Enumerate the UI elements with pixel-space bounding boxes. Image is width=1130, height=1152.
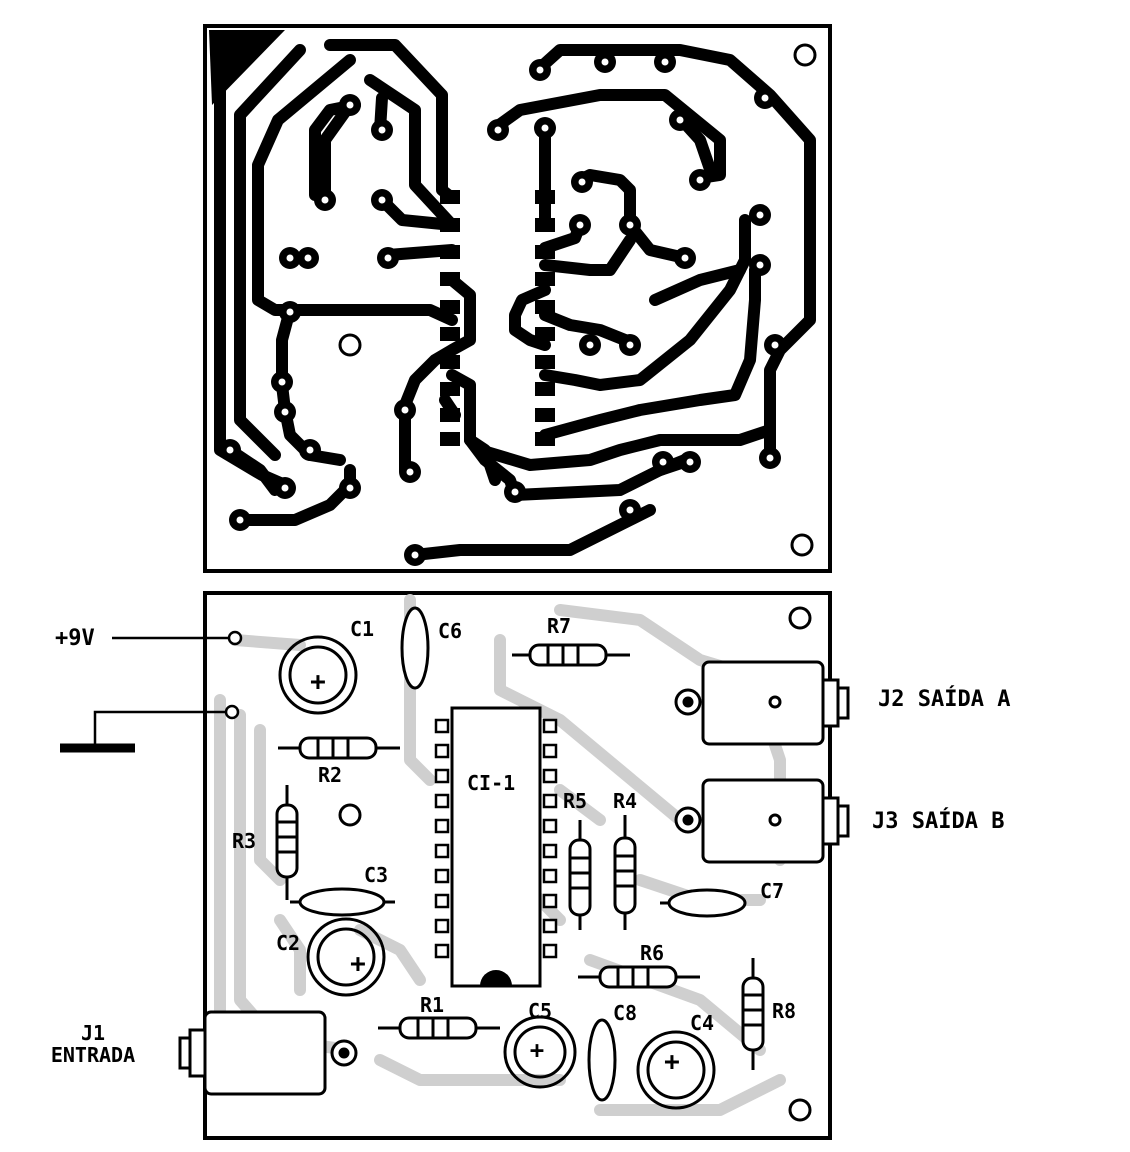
resistor-r1 xyxy=(378,1016,500,1040)
capacitor-c2 xyxy=(306,917,386,997)
label-plus-9v: +9V xyxy=(55,626,95,651)
label-c6: C6 xyxy=(438,619,462,643)
label-r2: R2 xyxy=(318,763,342,787)
c1-plus: + xyxy=(310,667,326,697)
label-c7: C7 xyxy=(760,879,784,903)
jack-j2 xyxy=(674,660,850,746)
capacitor-c3 xyxy=(298,887,386,917)
label-r6: R6 xyxy=(640,941,664,965)
jack-j3 xyxy=(674,778,850,864)
label-c4: C4 xyxy=(690,1011,714,1035)
resistor-r6 xyxy=(578,965,700,989)
label-c3: C3 xyxy=(364,863,388,887)
resistor-r5 xyxy=(568,820,592,930)
capacitor-c5 xyxy=(503,1015,577,1089)
capacitor-c8 xyxy=(587,1018,617,1102)
label-r5: R5 xyxy=(563,789,587,813)
label-j1-entrada: ENTRADA xyxy=(51,1043,135,1067)
resistor-r4 xyxy=(613,815,637,930)
c5-plus: + xyxy=(530,1036,544,1064)
resistor-r7 xyxy=(512,643,630,667)
label-j2-saida-a: J2 SAÍDA A xyxy=(878,686,1010,712)
label-ci1: CI-1 xyxy=(467,771,515,795)
copper-side-board xyxy=(203,24,832,573)
capacitor-c7 xyxy=(667,888,747,918)
label-j1: J1 xyxy=(81,1021,105,1045)
label-c8: C8 xyxy=(613,1001,637,1025)
ic-ci1 xyxy=(434,706,558,988)
jack-j1 xyxy=(178,1010,358,1096)
resistor-r3 xyxy=(275,785,299,900)
mounting-holes-bottom xyxy=(338,606,812,1122)
label-r8: R8 xyxy=(772,999,796,1023)
c4-plus: + xyxy=(664,1047,680,1077)
label-r3: R3 xyxy=(232,829,256,853)
label-c5: C5 xyxy=(528,999,552,1023)
capacitor-c6 xyxy=(400,606,430,690)
label-c1: C1 xyxy=(350,617,374,641)
ic-pads xyxy=(440,190,555,446)
label-c2: C2 xyxy=(276,931,300,955)
resistor-r2 xyxy=(278,736,400,760)
wire-ground xyxy=(93,710,230,748)
label-j3-saida-b: J3 SAÍDA B xyxy=(872,808,1004,834)
capacitor-c1 xyxy=(278,635,358,715)
resistor-r8 xyxy=(741,958,765,1070)
mounting-holes-top xyxy=(338,43,817,557)
capacitor-c4 xyxy=(636,1030,716,1110)
c2-plus: + xyxy=(350,949,366,979)
pad-holes xyxy=(226,58,779,559)
pad-ground xyxy=(224,704,240,720)
label-r4: R4 xyxy=(613,789,637,813)
shadow-traces xyxy=(214,594,806,1116)
label-r1: R1 xyxy=(420,993,444,1017)
component-side-board: + C1 C6 R7 +9V R2 xyxy=(51,591,1010,1140)
label-r7: R7 xyxy=(547,614,571,638)
pad-plus-9v xyxy=(227,630,243,646)
